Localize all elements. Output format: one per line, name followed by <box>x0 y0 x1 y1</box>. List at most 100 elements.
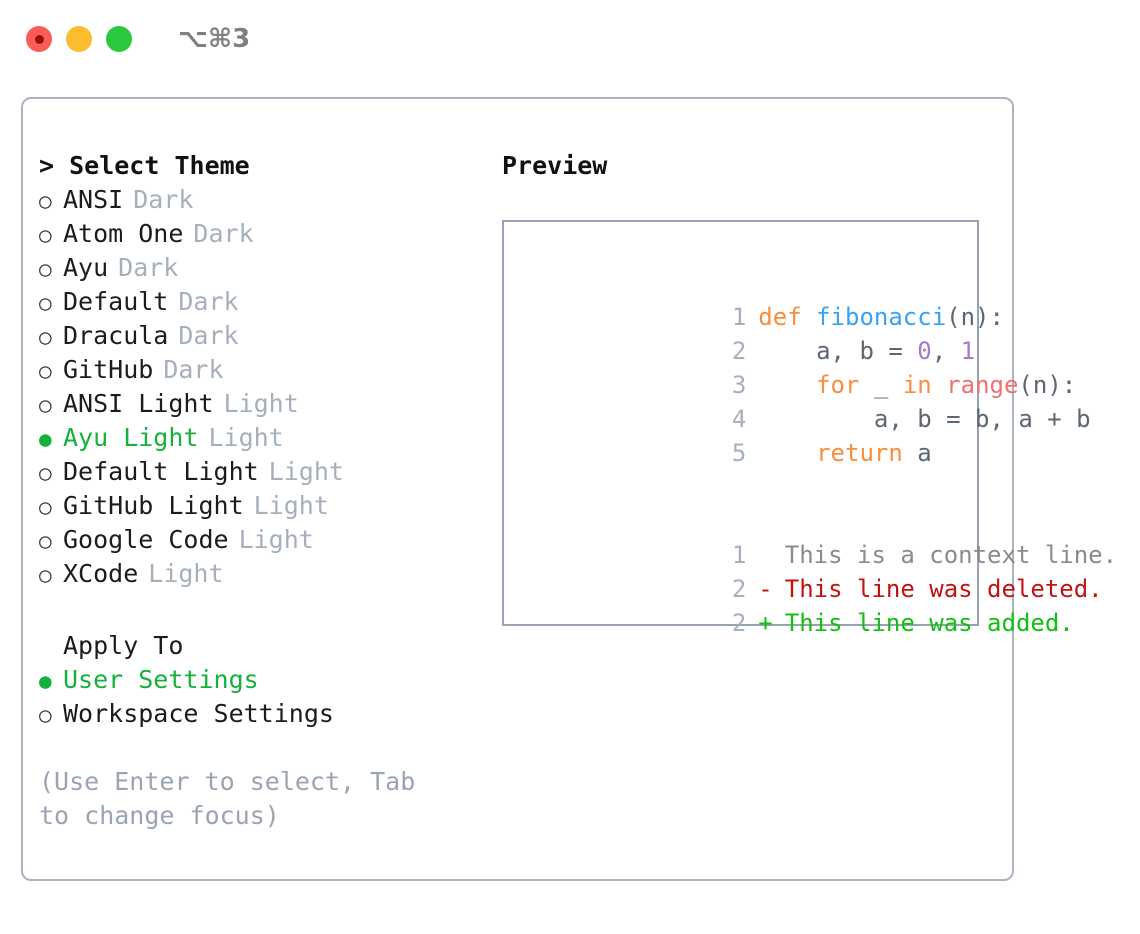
list-item-selected[interactable]: ● Ayu Light Light <box>39 421 499 455</box>
theme-kind: Dark <box>193 219 254 248</box>
apply-target-name: Workspace Settings <box>63 699 334 728</box>
line-number: 2 <box>731 575 747 603</box>
token-number: 1 <box>960 337 976 365</box>
diff-line-deleted: 2-This line was deleted. <box>522 538 1103 603</box>
theme-kind: Light <box>148 559 224 588</box>
list-item[interactable]: ○ Dracula Dark <box>39 319 499 353</box>
radio-icon[interactable]: ○ <box>39 359 52 383</box>
theme-name: ANSI <box>63 185 124 214</box>
diff-sample: 1 This is a context line. 2-This line wa… <box>522 504 1117 637</box>
token-plain: (n): <box>946 303 1004 331</box>
token-plain: a, b = <box>758 337 918 365</box>
window-controls <box>26 26 132 52</box>
radio-icon[interactable]: ○ <box>39 189 52 213</box>
list-item[interactable]: ○ Workspace Settings <box>39 697 499 731</box>
radio-selected-icon[interactable]: ● <box>39 427 52 451</box>
zoom-button[interactable] <box>106 26 132 52</box>
theme-kind: Light <box>208 423 284 452</box>
radio-icon[interactable]: ○ <box>39 257 52 281</box>
token-plain: (n): <box>1018 371 1077 399</box>
radio-icon[interactable]: ○ <box>39 461 52 485</box>
token-number: 0 <box>917 337 932 365</box>
token-plain <box>758 371 816 399</box>
diff-marker: - <box>758 575 773 603</box>
list-item[interactable]: ○ ANSI Dark <box>39 183 499 217</box>
keyboard-help-text: (Use Enter to select, Tab to change focu… <box>39 767 431 830</box>
theme-list: ○ ANSI Dark ○ Atom One Dark ○ Ayu Dark <box>39 183 499 591</box>
list-item[interactable]: ○ GitHub Dark <box>39 353 499 387</box>
theme-selector-column: > Select Theme ○ ANSI Dark ○ Atom One Da… <box>39 149 499 833</box>
theme-kind: Dark <box>178 287 239 316</box>
line-number: 4 <box>731 405 747 433</box>
token-function: fibonacci <box>816 303 947 331</box>
list-item[interactable]: ○ XCode Light <box>39 557 499 591</box>
list-item[interactable]: ○ Atom One Dark <box>39 217 499 251</box>
preview-heading: Preview <box>502 151 608 180</box>
line-number: 1 <box>731 541 747 569</box>
token-plain <box>758 439 816 467</box>
section-spacer <box>39 591 499 629</box>
radio-icon[interactable]: ○ <box>39 703 52 727</box>
theme-kind: Light <box>223 389 299 418</box>
apply-to-list: ● User Settings ○ Workspace Settings <box>39 663 499 731</box>
token-plain: a <box>902 439 932 467</box>
list-item[interactable]: ○ GitHub Light Light <box>39 489 499 523</box>
diff-marker: + <box>758 609 773 637</box>
radio-icon[interactable]: ○ <box>39 223 52 247</box>
theme-kind: Dark <box>118 253 179 282</box>
token-plain <box>932 371 946 399</box>
radio-icon[interactable]: ○ <box>39 325 52 349</box>
theme-name: Dracula <box>63 321 169 350</box>
theme-name: Google Code <box>63 525 229 554</box>
list-item[interactable]: ○ Default Dark <box>39 285 499 319</box>
minimize-button[interactable] <box>66 26 92 52</box>
radio-icon[interactable]: ○ <box>39 529 52 553</box>
diff-text: This line was deleted. <box>784 575 1103 603</box>
code-line: 4 a, b = b, a + b <box>522 368 1091 433</box>
token-plain: a, b = b, a + b <box>758 405 1091 433</box>
apply-target-name: User Settings <box>63 665 259 694</box>
theme-name: Default Light <box>63 457 259 486</box>
radio-icon[interactable]: ○ <box>39 563 52 587</box>
main-panel: > Select Theme ○ ANSI Dark ○ Atom One Da… <box>21 97 1117 881</box>
line-number: 3 <box>731 371 747 399</box>
radio-selected-icon[interactable]: ● <box>39 669 52 693</box>
theme-name: Default <box>63 287 169 316</box>
diff-line-context: 1 This is a context line. <box>522 504 1117 569</box>
token-builtin: range <box>946 371 1019 399</box>
theme-name: Ayu <box>63 253 109 282</box>
radio-icon[interactable]: ○ <box>39 393 52 417</box>
list-item[interactable]: ○ Google Code Light <box>39 523 499 557</box>
theme-name: ANSI Light <box>63 389 214 418</box>
theme-kind: Light <box>253 491 329 520</box>
radio-icon[interactable]: ○ <box>39 495 52 519</box>
token-keyword: for <box>816 371 860 399</box>
token-plain <box>802 303 816 331</box>
list-item[interactable]: ○ ANSI Light Light <box>39 387 499 421</box>
list-item-selected[interactable]: ● User Settings <box>39 663 499 697</box>
theme-name: XCode <box>63 559 139 588</box>
line-number: 2 <box>731 609 747 637</box>
token-keyword: return <box>816 439 903 467</box>
theme-kind: Dark <box>163 355 224 384</box>
line-number: 5 <box>731 439 747 467</box>
list-item[interactable]: ○ Default Light Light <box>39 455 499 489</box>
close-button[interactable] <box>26 26 52 52</box>
theme-name: Atom One <box>63 219 184 248</box>
theme-kind: Dark <box>178 321 239 350</box>
close-icon <box>34 34 44 44</box>
theme-name: GitHub <box>63 355 154 384</box>
token-keyword: def <box>758 303 802 331</box>
radio-icon[interactable]: ○ <box>39 291 52 315</box>
select-theme-heading: > Select Theme <box>39 151 250 180</box>
code-line: 3 for _ in range(n): <box>522 334 1076 399</box>
code-line: 5 return a <box>522 402 977 467</box>
token-keyword: in <box>902 371 932 399</box>
list-item[interactable]: ○ Ayu Dark <box>39 251 499 285</box>
theme-kind: Light <box>238 525 314 554</box>
